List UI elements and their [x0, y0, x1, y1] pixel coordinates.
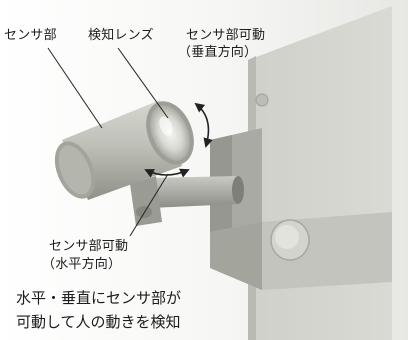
leader-lines: [47, 47, 169, 237]
detection-lens: [146, 101, 194, 165]
detection-lens-label: 検知レンズ: [88, 28, 154, 43]
horizontal-movable-label: センサ部可動: [49, 239, 129, 254]
caption-line-2: 可動して人の動きを検知: [16, 313, 181, 331]
horizontal-rotation-arrow: [144, 168, 190, 178]
horizontal-arm: [130, 176, 244, 226]
sensor-part-label: センサ部: [4, 28, 57, 43]
caption-line-1: 水平・垂直にセンサ部が: [16, 289, 182, 307]
vertical-movable-label: センサ部可動: [186, 28, 266, 43]
vertical-rotation-arrow: [194, 102, 213, 148]
horizontal-direction-label: （水平方向）: [42, 257, 122, 272]
vertical-direction-label: （垂直方向）: [178, 45, 258, 60]
wall-panel: [248, 6, 392, 340]
feature-caption: 水平・垂直にセンサ部が 可動して人の動きを検知: [16, 286, 181, 334]
